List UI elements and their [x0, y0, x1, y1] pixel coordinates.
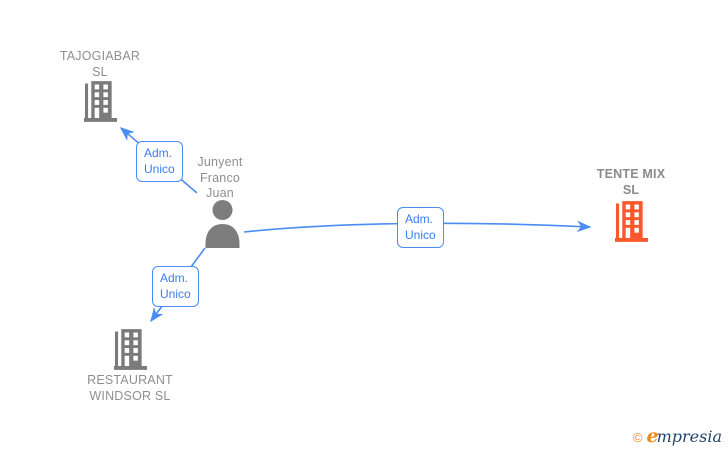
company-name-line2: WINDSOR SL	[89, 388, 171, 403]
company-name-line1: TENTE MIX	[596, 167, 666, 181]
person-name-line3: Juan	[206, 186, 234, 200]
person-name: Junyent Franco Juan	[160, 155, 280, 202]
company-name-line1: RESTAURANT	[87, 373, 173, 387]
person-name-line2: Franco	[199, 170, 241, 185]
edge-label-line2: Unico	[405, 227, 436, 242]
edge-label-line2: Unico	[144, 161, 175, 176]
empresia-logo-initial: e	[646, 425, 659, 447]
company-name-line2: SL	[92, 64, 108, 79]
company-name-line2: SL	[622, 182, 640, 197]
person-icon	[203, 199, 242, 248]
edge-label-adm-unico-tajogiabar[interactable]: Adm. Unico	[136, 141, 183, 182]
edge-label-line1: Adm.	[144, 146, 173, 160]
building-icon	[615, 201, 648, 242]
person-name-line1: Junyent	[197, 155, 243, 169]
company-name-tajogiabar: TAJOGIABAR SL	[20, 49, 180, 80]
empresia-logo-rest: mpresia	[656, 427, 722, 446]
copyright-icon: ©	[632, 430, 643, 445]
edge-label-adm-unico-restaurant-windsor[interactable]: Adm. Unico	[152, 266, 199, 307]
building-icon	[84, 81, 117, 122]
company-name-line1: TAJOGIABAR	[59, 49, 141, 63]
building-icon	[114, 329, 147, 370]
edge-label-line1: Adm.	[160, 271, 189, 285]
company-name-tente-mix: TENTE MIX SL	[551, 167, 711, 198]
empresia-watermark: © empresia	[633, 425, 722, 447]
edge-label-line1: Adm.	[405, 212, 434, 226]
company-name-restaurant-windsor: RESTAURANT WINDSOR SL	[50, 373, 210, 404]
edge-label-line2: Unico	[160, 286, 191, 301]
edge-label-adm-unico-tente-mix[interactable]: Adm. Unico	[397, 207, 444, 248]
empresia-logo: empresia	[647, 425, 723, 447]
